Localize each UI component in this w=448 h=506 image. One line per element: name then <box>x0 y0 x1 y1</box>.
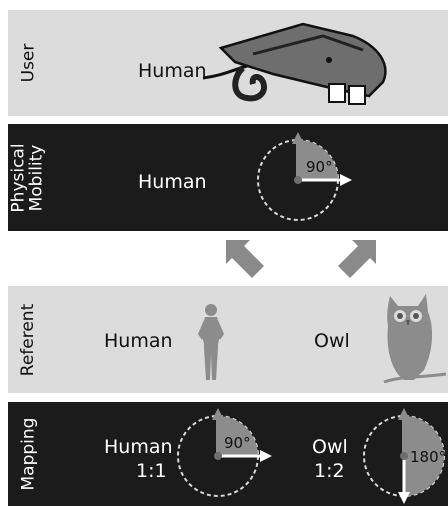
down-right-arrow-icon <box>224 238 266 278</box>
mapping-side-label-box: Mapping <box>8 402 48 506</box>
physical-mobility-side-label-line2: Mobility <box>28 143 46 212</box>
mapping-right-angle-label: 180° <box>410 446 446 468</box>
physical-mobility-angle-label: 90° <box>306 156 333 178</box>
mapping-right-ratio: 1:2 <box>314 460 345 482</box>
referent-owl-label: Owl <box>314 330 350 352</box>
physical-mobility-side-label-box: Physical Mobility <box>8 124 48 231</box>
vr-headset-icon <box>203 18 403 110</box>
down-left-arrow-icon <box>336 238 378 278</box>
referent-side-label-box: Referent <box>8 286 48 393</box>
physical-mobility-band: Physical Mobility Human 90° <box>8 124 448 231</box>
mapping-right-subject: Owl <box>312 436 348 458</box>
physical-mobility-side-label: Physical Mobility <box>10 143 46 212</box>
mapping-left-angle-label: 90° <box>224 432 251 454</box>
user-side-label: User <box>19 44 37 83</box>
human-silhouette-icon <box>196 302 226 382</box>
referent-side-label: Referent <box>19 303 37 375</box>
user-side-label-box: User <box>8 10 48 116</box>
physical-mobility-subject-label: Human <box>138 171 207 193</box>
mapping-side-label: Mapping <box>19 418 37 491</box>
user-band: User Human <box>8 10 448 116</box>
mapping-band: Mapping Human 1:1 90° Owl 1:2 180° <box>8 402 448 506</box>
rotation-dial-icon <box>254 132 354 224</box>
owl-silhouette-icon <box>378 290 448 390</box>
physical-mobility-side-label-line1: Physical <box>10 143 28 212</box>
mapping-left-ratio: 1:1 <box>136 460 167 482</box>
user-subject-label: Human <box>138 60 207 82</box>
mapping-left-rotation-dial-icon <box>174 408 274 500</box>
referent-band: Referent Human Owl <box>8 286 448 393</box>
referent-human-label: Human <box>104 330 173 352</box>
mapping-left-subject: Human <box>104 436 173 458</box>
